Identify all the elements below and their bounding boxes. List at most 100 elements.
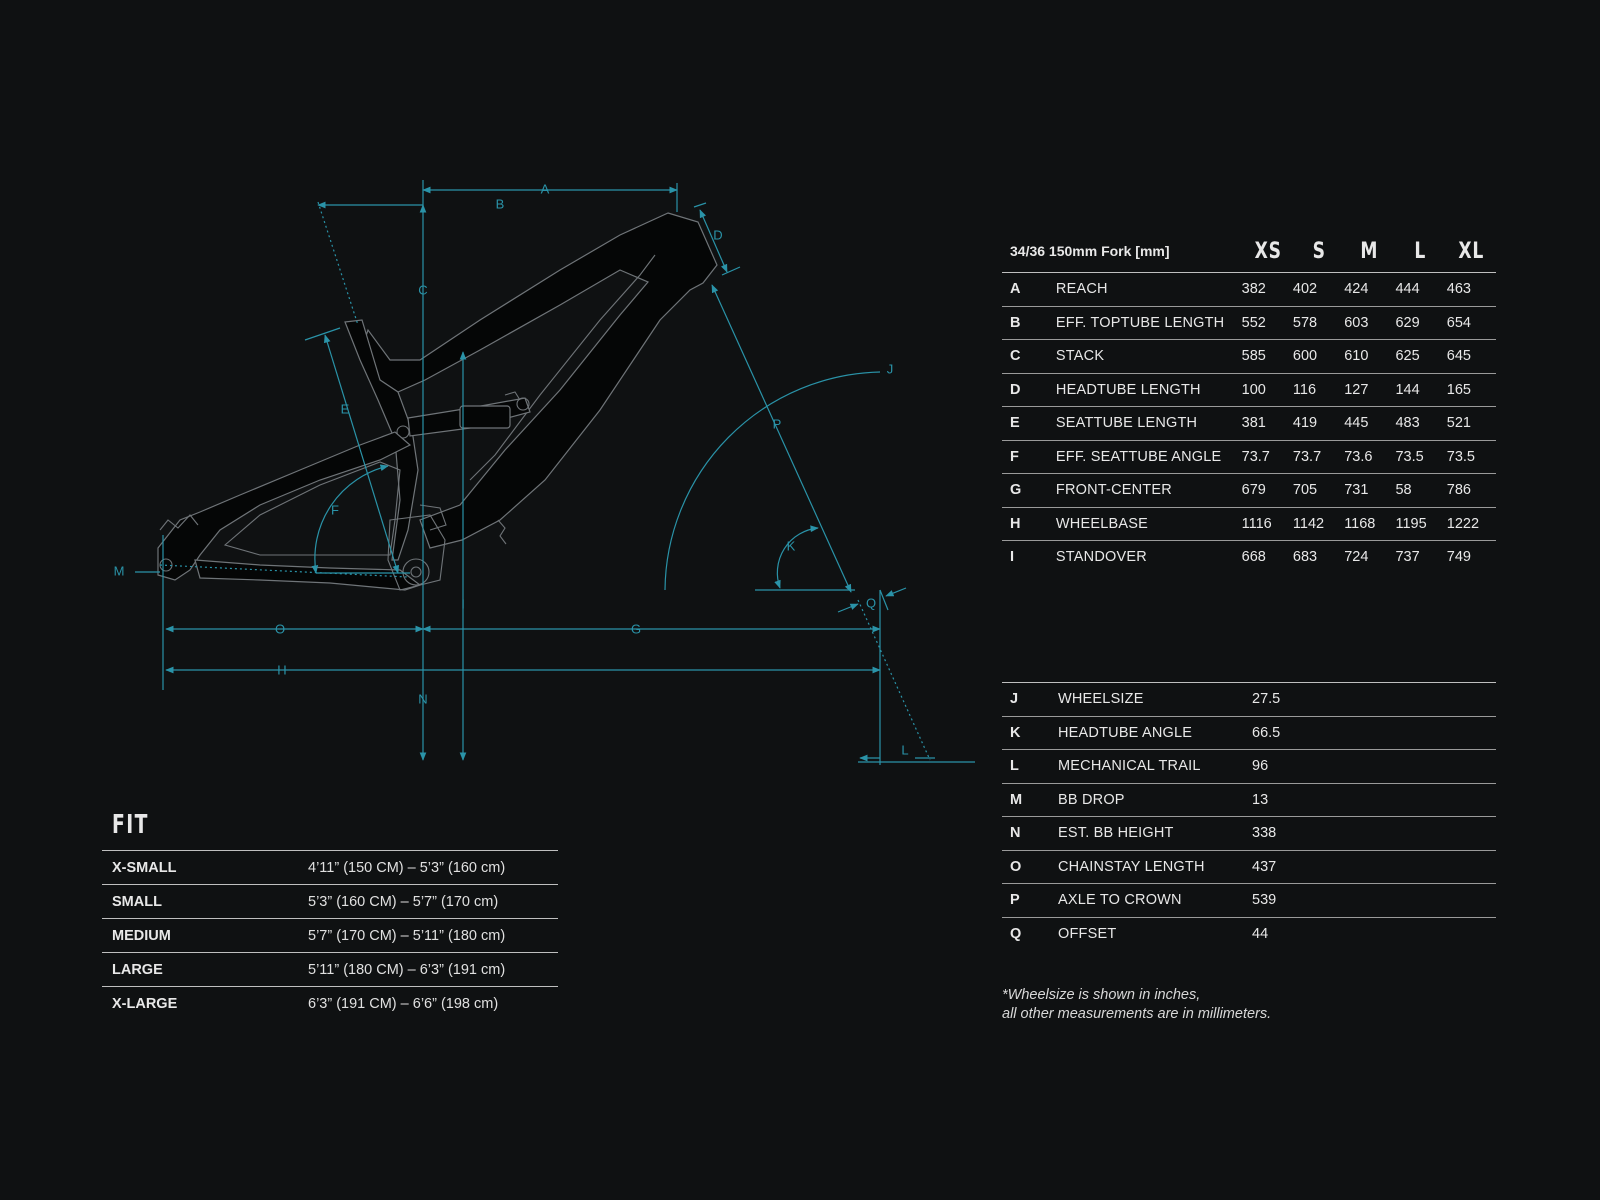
row-value: 705 (1292, 482, 1318, 499)
row-letter: F (1010, 448, 1019, 465)
dimension-labels: A B C D E F G H I J K L M N O P Q (114, 181, 909, 757)
fit-title: FIT (112, 810, 149, 840)
label-l: L (901, 742, 908, 757)
wheel-arc (664, 371, 881, 591)
row-letter: M (1010, 791, 1023, 808)
row-value: 96 (1252, 758, 1269, 775)
fit-size: SMALL (112, 893, 162, 910)
row-name: EFF. SEATTUBE ANGLE (1055, 448, 1222, 465)
row-value: 1195 (1395, 515, 1427, 532)
row-value: 445 (1344, 415, 1369, 432)
row-value: 629 (1395, 314, 1420, 331)
row-value: 100 (1241, 381, 1266, 398)
row-letter: H (1010, 515, 1021, 532)
row-letter: Q (1010, 925, 1022, 942)
row-name: HEADTUBE LENGTH (1055, 381, 1201, 398)
row-name: EST. BB HEIGHT (1058, 825, 1174, 842)
row-name: SEATTUBE LENGTH (1055, 415, 1198, 432)
row-value: 13 (1252, 791, 1269, 808)
row-value: 419 (1292, 415, 1318, 432)
row-value: 463 (1446, 281, 1471, 298)
row-value: 483 (1395, 415, 1420, 432)
row-name: CHAINSTAY LENGTH (1058, 858, 1205, 875)
row-value: 338 (1252, 825, 1277, 842)
row-value: 654 (1446, 314, 1471, 331)
row-value: 552 (1241, 314, 1266, 331)
row-letter: L (1010, 758, 1019, 775)
row-value: 724 (1344, 549, 1369, 566)
label-c: C (418, 282, 427, 297)
label-k: K (787, 538, 796, 553)
row-value: 73.7 (1292, 448, 1322, 465)
row-name: STACK (1055, 348, 1105, 365)
row-value: 610 (1344, 348, 1369, 365)
row-letter: A (1010, 281, 1021, 298)
row-value: 73.6 (1344, 448, 1373, 465)
row-value: 749 (1446, 549, 1471, 566)
row-value: 73.5 (1395, 448, 1424, 465)
row-letter: J (1010, 691, 1019, 708)
row-value: 731 (1344, 482, 1369, 499)
units-note: *Wheelsize is shown in inches, all other… (1002, 986, 1271, 1024)
dimension-lines (135, 180, 975, 765)
row-name: HEADTUBE ANGLE (1058, 724, 1193, 741)
row-name: EFF. TOPTUBE LENGTH (1055, 314, 1225, 331)
fit-height-range: 5’3” (160 CM) – 5’7” (170 cm) (308, 893, 499, 910)
row-name: MECHANICAL TRAIL (1058, 758, 1201, 775)
geometry-table-header: 34/36 150mm Fork [mm] XS S M L XL (1002, 230, 1496, 273)
row-value: 144 (1395, 381, 1420, 398)
row-name: OFFSET (1058, 925, 1117, 942)
fit-row: LARGE 5’11” (180 CM) – 6’3” (191 cm) (102, 953, 558, 987)
row-value: 737 (1395, 549, 1420, 566)
row-letter: O (1010, 858, 1022, 875)
row-value: 424 (1344, 281, 1369, 298)
row-name: WHEELSIZE (1058, 691, 1144, 708)
label-e: E (341, 401, 350, 416)
row-value: 165 (1446, 381, 1471, 398)
label-i: I (461, 596, 465, 611)
shared-geometry-row: L MECHANICAL TRAIL 96 (1002, 750, 1496, 784)
row-letter: C (1010, 348, 1021, 365)
row-value: 381 (1241, 415, 1266, 432)
row-name: AXLE TO CROWN (1058, 892, 1182, 909)
size-xs-header: XS (1255, 238, 1283, 264)
row-letter: E (1010, 415, 1020, 432)
row-value: 66.5 (1252, 724, 1281, 741)
row-value: 402 (1292, 281, 1318, 298)
row-value: 683 (1292, 549, 1318, 566)
label-h: H (277, 662, 286, 677)
row-value: 603 (1344, 314, 1369, 331)
row-value: 645 (1446, 348, 1471, 365)
row-value: 539 (1252, 892, 1277, 909)
label-f: F (331, 502, 339, 517)
fit-row: SMALL 5’3” (160 CM) – 5’7” (170 cm) (102, 885, 558, 919)
label-m: M (114, 563, 125, 578)
frame-geometry-diagram: A B C D E F G H I J K L M N O P Q (114, 180, 975, 765)
row-value: 73.5 (1446, 448, 1475, 465)
fit-size: X-SMALL (112, 859, 177, 876)
row-value: 1222 (1446, 515, 1480, 532)
row-value: 444 (1395, 281, 1420, 298)
row-value: 585 (1241, 348, 1266, 365)
row-value: 382 (1241, 281, 1266, 298)
row-name: STANDOVER (1055, 549, 1147, 566)
label-a: A (541, 181, 550, 196)
fit-size: MEDIUM (112, 927, 171, 944)
fit-size: LARGE (112, 961, 163, 978)
label-j: J (887, 361, 894, 376)
label-q: Q (866, 595, 876, 610)
fit-height-range: 5’11” (180 CM) – 6’3” (191 cm) (308, 961, 506, 978)
